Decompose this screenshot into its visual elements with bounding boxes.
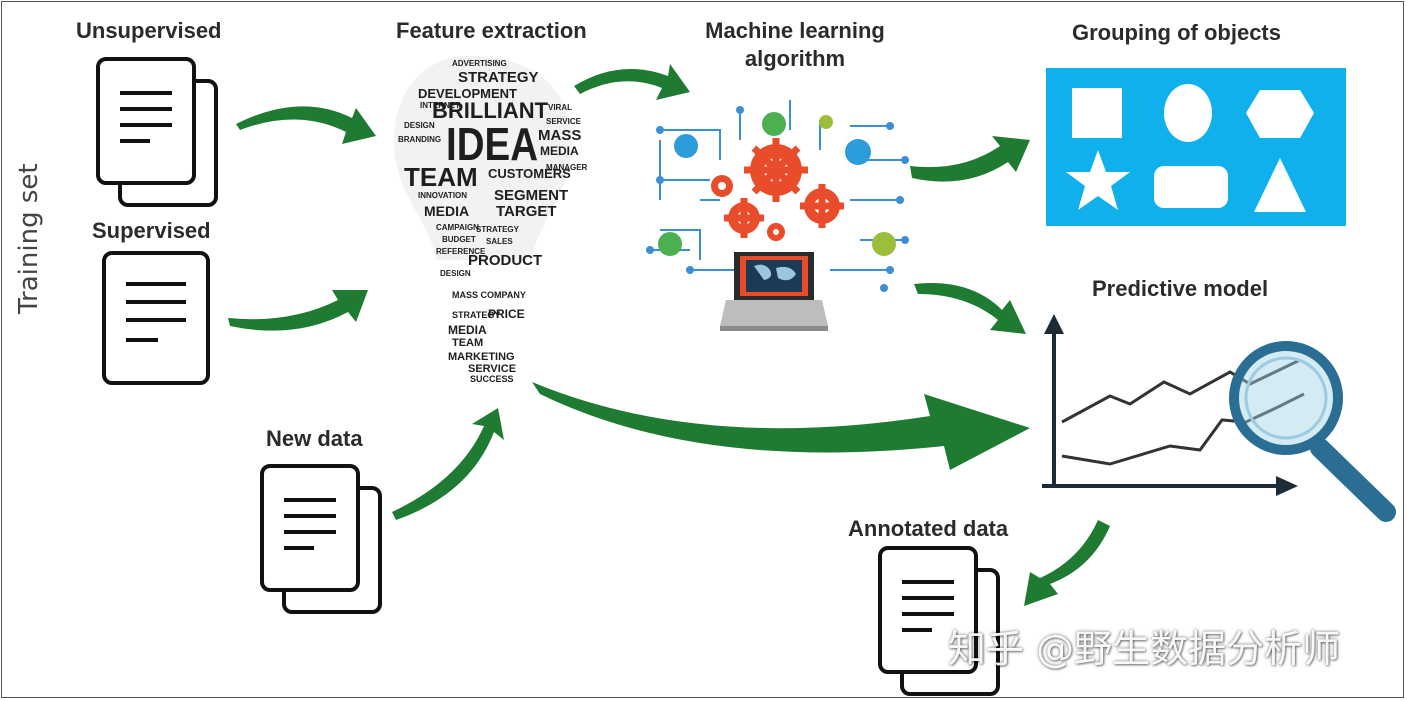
new-data-label: New data — [266, 426, 363, 451]
arrow-predictive-to-annotated — [1024, 520, 1110, 606]
unsupervised-label: Unsupervised — [76, 18, 222, 43]
svg-text:SERVICE: SERVICE — [546, 117, 582, 126]
svg-text:STRATEGY: STRATEGY — [452, 310, 500, 320]
predictive-model-chart — [1042, 314, 1396, 522]
circuit-lines — [650, 100, 905, 271]
unsupervised-document-icon — [96, 57, 218, 207]
cloud-word-customers: CUSTOMERS — [488, 166, 571, 181]
svg-text:INTERNET: INTERNET — [420, 101, 460, 110]
annotated-data-label: Annotated data — [848, 516, 1009, 541]
square-shape — [1072, 88, 1122, 138]
cloud-word-media: MEDIA — [540, 144, 579, 158]
cloud-word-product: PRODUCT — [468, 252, 542, 269]
arrow-ml-to-predictive — [914, 283, 1026, 334]
star-shape — [1066, 150, 1130, 210]
svg-text:MEDIA: MEDIA — [448, 323, 487, 337]
svg-text:TEAM: TEAM — [452, 337, 483, 349]
svg-text:VIRAL: VIRAL — [548, 103, 572, 112]
watermark: 知乎 @野生数据分析师 — [948, 627, 1341, 671]
laptop-icon — [720, 252, 828, 331]
magnifier-icon — [1229, 341, 1396, 522]
gear-icons — [711, 138, 844, 241]
predictive-model-label: Predictive model — [1092, 276, 1269, 301]
svg-text:BRANDING: BRANDING — [398, 135, 441, 144]
svg-text:STRATEGY: STRATEGY — [476, 225, 520, 234]
circuit-nodes — [646, 106, 909, 292]
cloud-word-team: TEAM — [404, 162, 478, 192]
flow-arrows — [228, 64, 1110, 606]
svg-text:DESIGN: DESIGN — [404, 121, 435, 130]
ellipse-shape — [1164, 84, 1212, 142]
ml-algorithm-label-line1: Machine learning — [705, 18, 885, 43]
trend-line-lower — [1061, 392, 1305, 466]
svg-text:SUCCESS: SUCCESS — [470, 374, 514, 384]
svg-text:CAMPAIGN: CAMPAIGN — [436, 223, 479, 232]
triangle-shape — [1254, 158, 1306, 212]
arrow-unsupervised-to-features — [236, 106, 376, 144]
cloud-word-brilliant: BRILLIANT — [432, 98, 549, 123]
svg-text:BUDGET: BUDGET — [442, 235, 476, 244]
trend-line-upper — [1061, 358, 1301, 424]
svg-text:MARKETING: MARKETING — [448, 351, 515, 363]
arrow-supervised-to-features — [228, 290, 368, 331]
circuit-badges — [658, 112, 896, 256]
cloud-word-media2: MEDIA — [424, 203, 469, 219]
arrow-features-to-ml — [574, 64, 690, 100]
ml-circuit-illustration — [646, 100, 909, 331]
word-cloud-bulb: STRATEGY DEVELOPMENT BRILLIANT IDEA MASS… — [394, 56, 588, 384]
grouping-panel — [1046, 68, 1346, 226]
cloud-word-development: DEVELOPMENT — [418, 86, 517, 101]
ml-algorithm-label-line2: algorithm — [744, 46, 846, 71]
svg-text:REFERENCE: REFERENCE — [436, 247, 486, 256]
arrow-newdata-to-features — [392, 408, 504, 520]
cloud-word-target: TARGET — [496, 203, 557, 220]
new-data-document-icon — [260, 464, 382, 614]
svg-text:SALES: SALES — [486, 237, 513, 246]
feature-extraction-label: Feature extraction — [396, 18, 587, 43]
grouping-of-objects-label: Grouping of objects — [1072, 20, 1281, 45]
supervised-document-icon — [102, 251, 210, 385]
arrow-ml-to-grouping — [910, 136, 1030, 182]
supervised-label: Supervised — [92, 218, 211, 243]
cloud-word-segment: SEGMENT — [494, 187, 568, 204]
cloud-word-idea: IDEA — [446, 118, 538, 170]
svg-text:SERVICE: SERVICE — [468, 363, 516, 375]
cloud-word-mass: MASS — [538, 127, 581, 144]
svg-text:MASS COMPANY: MASS COMPANY — [452, 290, 526, 300]
rounded-rectangle-shape — [1154, 166, 1228, 208]
svg-text:ADVERTISING: ADVERTISING — [452, 59, 507, 68]
cloud-word-strategy: STRATEGY — [458, 69, 539, 86]
svg-text:INNOVATION: INNOVATION — [418, 191, 467, 200]
arrow-features-to-predictive — [532, 382, 1030, 470]
svg-text:PRICE: PRICE — [488, 307, 525, 321]
svg-text:MANAGER: MANAGER — [546, 163, 588, 172]
hexagon-shape — [1246, 90, 1314, 138]
bulb-outline — [394, 56, 572, 260]
svg-text:DESIGN: DESIGN — [440, 269, 471, 278]
